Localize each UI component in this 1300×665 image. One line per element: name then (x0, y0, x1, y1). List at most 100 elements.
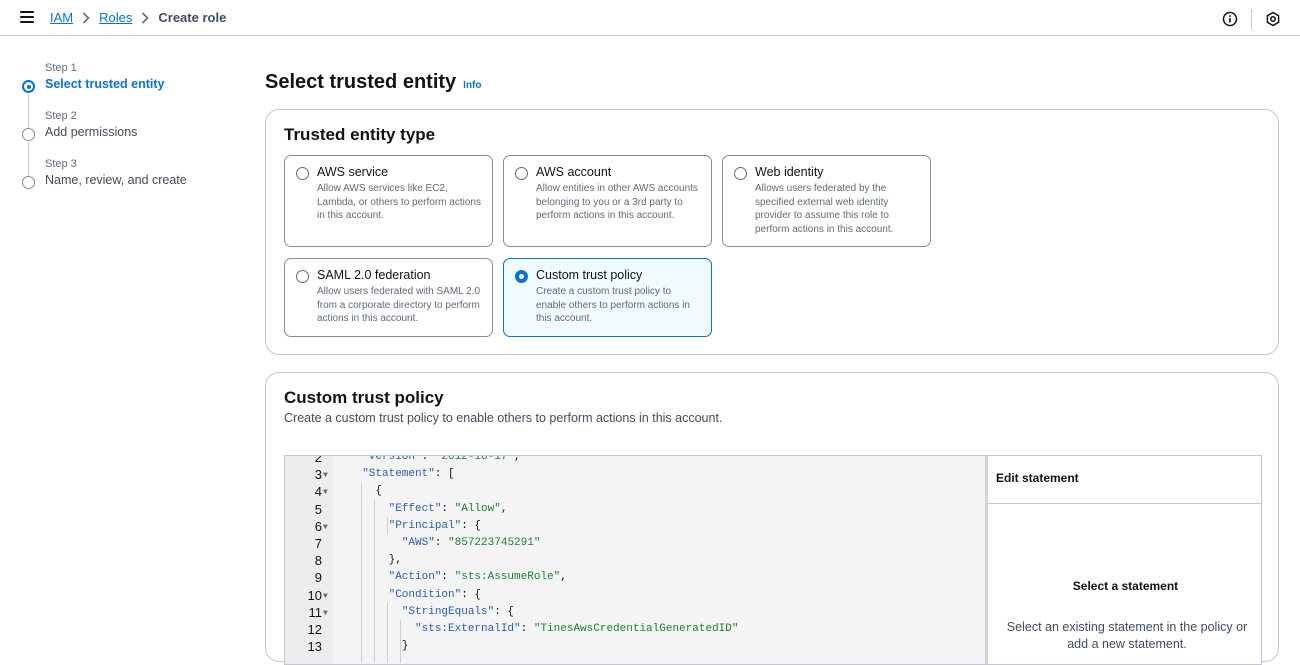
line-number: 10 (307, 587, 322, 603)
fold-toggle-icon[interactable]: ▼ (323, 608, 328, 618)
radio-icon[interactable] (734, 167, 747, 180)
chevron-right-icon (141, 11, 150, 24)
indent-guide (387, 603, 388, 663)
code-text: { (349, 485, 383, 498)
breadcrumb-iam-link[interactable]: IAM (50, 10, 74, 25)
code-line[interactable]: 8 }, (285, 552, 985, 569)
step-connector (28, 142, 29, 176)
step-label: Name, review, and create (45, 173, 187, 187)
select-statement-title: Select a statement (1072, 579, 1179, 593)
line-number: 9 (314, 570, 322, 586)
step-number: Step 1 (45, 62, 77, 74)
code-text: "AWS": "857223745291" (401, 537, 541, 549)
breadcrumb-current: Create role (158, 10, 227, 25)
radio-selected-icon[interactable] (515, 270, 528, 283)
edit-statement-panel: Edit statement Select a statement Select… (988, 456, 1261, 664)
line-number: 12 (307, 622, 322, 637)
fold-toggle-icon[interactable]: ▼ (323, 488, 328, 498)
option-saml-federation[interactable]: SAML 2.0 federation Allow users federate… (284, 258, 493, 337)
step-number: Step 2 (45, 110, 77, 122)
code-text: "Statement": [ (362, 468, 455, 481)
fold-toggle-icon[interactable]: ▼ (323, 591, 328, 601)
radio-icon[interactable] (296, 270, 309, 283)
step-pending-icon (22, 128, 35, 141)
code-text: "StringEquals": { (401, 605, 515, 618)
option-description: Allows users federated by the specified … (755, 183, 894, 235)
option-title: AWS service (317, 165, 389, 179)
custom-trust-policy-panel: Custom trust policy Create a custom trus… (265, 372, 1279, 665)
step-pending-icon (22, 176, 35, 189)
line-number: 6 (314, 518, 322, 534)
option-custom-trust-policy[interactable]: Custom trust policy Create a custom trus… (503, 258, 712, 337)
option-title: AWS account (536, 165, 612, 179)
trusted-entity-panel: Trusted entity type AWS service Allow AW… (265, 109, 1279, 355)
line-number: 8 (314, 553, 322, 569)
line-number: 3 (314, 467, 322, 483)
radio-icon[interactable] (515, 167, 528, 180)
menu-icon[interactable] (20, 11, 34, 23)
line-number: 11 (308, 604, 323, 620)
settings-hex-icon[interactable] (1264, 10, 1282, 28)
step-label: Select trusted entity (45, 77, 165, 91)
code-line[interactable]: 2 "Version": "2012-10-17", (285, 456, 985, 466)
info-circle-icon[interactable] (1221, 10, 1239, 28)
option-title: Custom trust policy (536, 268, 643, 282)
custom-policy-description: Create a custom trust policy to enable o… (284, 411, 723, 425)
chevron-right-icon (82, 11, 90, 24)
step-number: Step 3 (45, 158, 77, 170)
wizard-steps: Step 1 Select trusted entity Step 2 Add … (20, 62, 240, 206)
code-line[interactable]: 3▼ "Statement": [ (285, 466, 985, 483)
code-text: "Effect": "Allow", (388, 502, 508, 515)
step-label: Add permissions (45, 125, 138, 139)
code-line[interactable]: 6▼ "Principal": { (285, 518, 985, 535)
indent-guide (400, 620, 401, 663)
wizard-step-3[interactable]: Step 3 Name, review, and create (20, 158, 240, 206)
indent-guide (387, 517, 388, 534)
option-web-identity[interactable]: Web identity Allows users federated by t… (722, 155, 931, 247)
page-header: Select trusted entity Info (265, 71, 482, 94)
step-connector (28, 94, 29, 128)
top-navigation-bar: IAM Roles Create role (0, 0, 1300, 36)
wizard-step-1[interactable]: Step 1 Select trusted entity (20, 62, 240, 128)
code-text: "sts:ExternalId": "TinesAwsCredentialGen… (415, 623, 739, 635)
option-description: Allow users federated with SAML 2.0 from… (317, 286, 481, 325)
option-aws-account[interactable]: AWS account Allow entities in other AWS … (503, 155, 712, 247)
code-text: }, (349, 554, 402, 567)
line-number: 13 (307, 639, 322, 655)
split-panel-handle[interactable] (985, 456, 988, 664)
code-text: "Condition": { (388, 588, 482, 601)
breadcrumb: IAM Roles Create role (50, 10, 226, 25)
line-number: 5 (314, 501, 322, 517)
radio-icon[interactable] (296, 167, 309, 180)
code-text: "Principal": { (388, 519, 482, 532)
option-description: Allow entities in other AWS accounts bel… (536, 183, 698, 222)
select-statement-description: Select an existing statement in the poli… (1006, 620, 1248, 651)
line-number-gutter (285, 456, 333, 664)
indent-guide (374, 500, 375, 663)
custom-policy-heading: Custom trust policy (284, 388, 444, 407)
top-actions (1221, 9, 1282, 29)
wizard-step-2[interactable]: Step 2 Add permissions (20, 110, 240, 176)
breadcrumb-roles-link[interactable]: Roles (99, 10, 133, 25)
code-line[interactable]: 10▼ "Condition": { (285, 587, 985, 604)
page-title: Select trusted entity (265, 71, 457, 93)
code-line[interactable]: 7 "AWS": "857223745291" (285, 535, 985, 552)
code-editor[interactable]: 2 "Version": "2012-10-17",3▼ "Statement"… (285, 456, 985, 664)
policy-editor: 2 "Version": "2012-10-17",3▼ "Statement"… (284, 455, 1262, 665)
code-text: "Action": "sts:AssumeRole", (388, 571, 567, 584)
code-line[interactable]: 13 } (285, 638, 985, 655)
code-line[interactable]: 11▼ "StringEquals": { (285, 604, 985, 621)
option-description: Allow AWS services like EC2, Lambda, or … (317, 183, 481, 222)
fold-toggle-icon[interactable]: ▼ (323, 522, 328, 532)
option-aws-service[interactable]: AWS service Allow AWS services like EC2,… (284, 155, 493, 247)
info-link[interactable]: Info (463, 80, 482, 91)
option-title: SAML 2.0 federation (317, 268, 431, 282)
code-line[interactable]: 5 "Effect": "Allow", (285, 501, 985, 518)
option-title: Web identity (755, 165, 824, 179)
fold-toggle-icon[interactable]: ▼ (323, 471, 328, 481)
step-active-icon (22, 80, 35, 93)
code-line[interactable]: 12 "sts:ExternalId": "TinesAwsCredential… (285, 621, 985, 638)
option-description: Create a custom trust policy to enable o… (536, 286, 690, 325)
code-line[interactable]: 4▼ { (285, 483, 985, 500)
code-line[interactable]: 9 "Action": "sts:AssumeRole", (285, 569, 985, 586)
